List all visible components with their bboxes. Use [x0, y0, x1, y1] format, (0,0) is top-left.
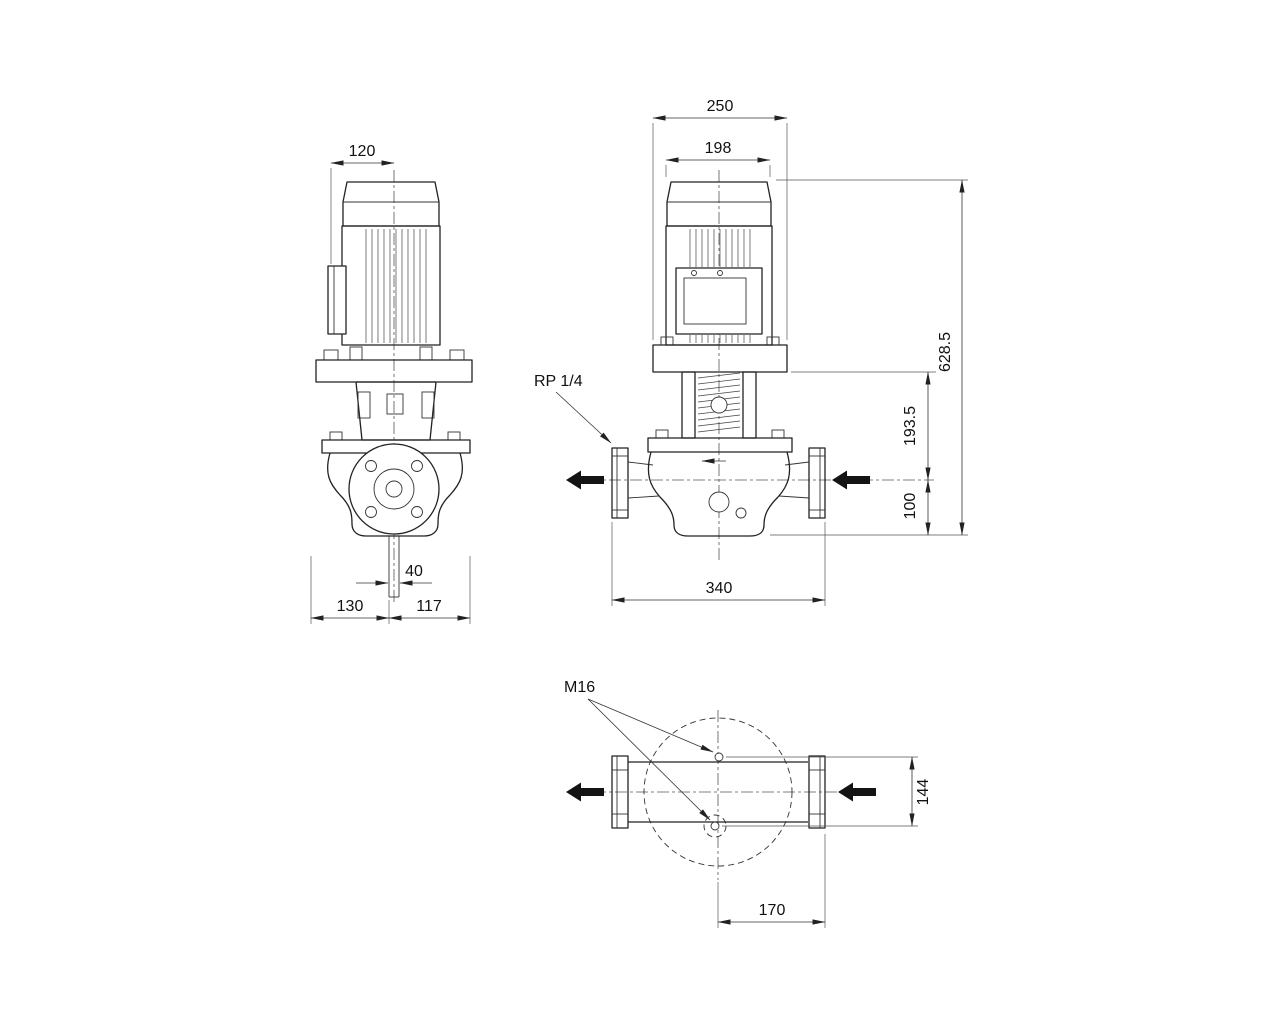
- coupling-post: [742, 371, 757, 439]
- flange-bolt-hole: [365, 460, 377, 472]
- leader-line: [587, 698, 714, 753]
- side-dimensions: 120 40 130 117: [310, 143, 471, 624]
- bolt-hole-bottom: [710, 821, 720, 831]
- pump-volute: [326, 452, 464, 537]
- dim-193-5-label: 193.5: [902, 406, 919, 446]
- lantern: [355, 381, 437, 441]
- motor-fins: [689, 229, 751, 343]
- flange-bolt-hole: [411, 506, 423, 518]
- dim-100-label: 100: [902, 493, 919, 520]
- coupling-post: [681, 371, 696, 439]
- port-flange-face: [348, 443, 440, 535]
- side-motor: [327, 181, 441, 361]
- leader-line: [587, 698, 711, 821]
- outflow-arrow-icon: [566, 470, 604, 490]
- stool-bolt: [766, 336, 780, 346]
- pump-volute: [647, 451, 791, 537]
- front-dimensions: 250 198 340 193.5 100 628.5: [611, 98, 968, 606]
- front-pump-housing: [611, 429, 826, 537]
- suction-flange: [611, 447, 629, 519]
- dim-117-label: 117: [416, 598, 442, 615]
- motor-fan-cover: [342, 181, 440, 227]
- volute-hidden-outline: [643, 717, 793, 867]
- dim-120-label: 120: [349, 143, 376, 160]
- terminal-box: [675, 267, 763, 335]
- side-view: 120 40 130 117: [310, 143, 473, 624]
- discharge-flange: [808, 447, 826, 519]
- stool-bolt: [660, 336, 674, 346]
- dim-144-label: 144: [915, 779, 932, 806]
- terminal-box: [327, 265, 347, 335]
- top-left-flange: [611, 755, 629, 829]
- stool-bolt: [323, 349, 339, 361]
- bolt-thread-label: M16: [564, 679, 595, 696]
- dim-40-label: 40: [405, 563, 423, 580]
- gauge-port-label: RP 1/4: [534, 373, 583, 390]
- side-motor-stool: [315, 349, 473, 441]
- front-view: RP 1/4 250 198 340 193.5 100 628.5: [534, 98, 968, 606]
- bolt-callout: M16: [564, 679, 714, 821]
- dim-130-label: 130: [337, 598, 364, 615]
- stool-bolt: [449, 349, 465, 361]
- bolt-hole-top: [714, 752, 724, 762]
- motor-fins: [365, 229, 427, 343]
- dim-628-5-label: 628.5: [937, 332, 954, 372]
- dim-170-label: 170: [759, 902, 786, 919]
- leader-line: [555, 391, 612, 444]
- motor-body: [341, 225, 441, 346]
- front-motor-stool: [652, 336, 788, 439]
- nameplate-badge: [710, 396, 728, 414]
- inflow-arrow-icon: [838, 782, 876, 802]
- top-right-flange: [808, 755, 826, 829]
- pump-top-flange: [647, 437, 793, 453]
- top-dimensions: 144 170: [717, 756, 932, 928]
- side-pump-housing: [321, 431, 471, 598]
- dim-340-label: 340: [706, 580, 733, 597]
- drain-boss: [708, 491, 730, 513]
- gauge-port-callout: RP 1/4: [534, 373, 612, 444]
- outflow-arrow-icon: [566, 782, 604, 802]
- motor-flange-plate: [652, 344, 788, 373]
- inflow-arrow-icon: [832, 470, 870, 490]
- drain-plug: [735, 507, 747, 519]
- dim-198-label: 198: [705, 140, 732, 157]
- dim-250-label: 250: [707, 98, 734, 115]
- flange-bolt-hole: [411, 460, 423, 472]
- top-view: M16 144 170: [564, 679, 932, 928]
- flange-bolt-hole: [365, 506, 377, 518]
